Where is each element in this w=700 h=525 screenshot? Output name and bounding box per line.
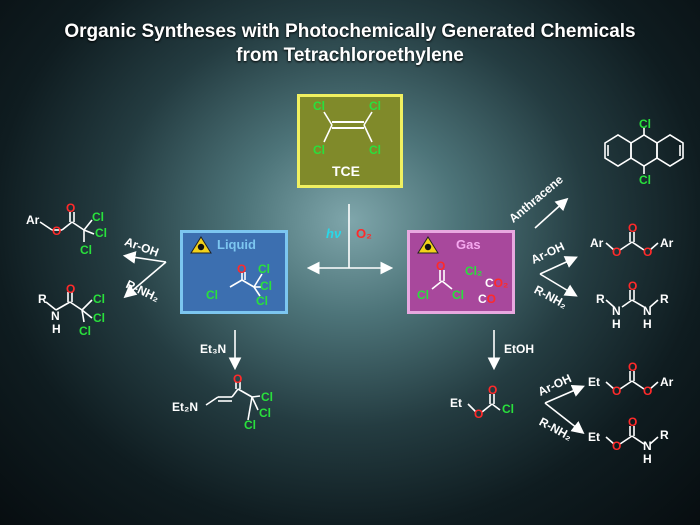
atom-o: O xyxy=(233,372,243,386)
gas-o: O xyxy=(436,259,446,273)
atom-r: R xyxy=(596,292,605,306)
atom-o: O xyxy=(66,201,76,215)
atom-cl: Cl xyxy=(79,324,91,338)
atom-cl: Cl xyxy=(95,226,107,240)
atom-o: O xyxy=(474,407,484,421)
liquid-cl-1: Cl xyxy=(258,262,270,276)
tce-cl-top-left: Cl xyxy=(313,99,325,113)
atom-cl: Cl xyxy=(259,406,271,420)
tce-cl-bottom-left: Cl xyxy=(313,143,325,157)
atom-ar: Ar xyxy=(590,236,604,250)
atom-cl: Cl xyxy=(80,243,92,257)
atom-cl: Cl xyxy=(502,402,514,416)
atom-cl: Cl xyxy=(639,173,651,187)
atom-r: R xyxy=(38,292,47,306)
atom-o: O xyxy=(488,383,498,397)
atom-h: H xyxy=(643,317,652,331)
liquid-cl-2: Cl xyxy=(260,279,272,293)
gas-cl-2: Cl xyxy=(452,288,464,302)
gas-cl-1: Cl xyxy=(417,288,429,302)
atom-cl: Cl xyxy=(639,117,651,131)
toxic-skull-icon xyxy=(190,236,212,254)
atom-o: O xyxy=(628,221,638,235)
atom-et: Et xyxy=(450,396,462,410)
atom-n: N xyxy=(643,304,652,318)
tce-label: TCE xyxy=(332,163,360,179)
atom-cl: Cl xyxy=(93,292,105,306)
atom-n: N xyxy=(643,439,652,453)
o2-label: O₂ xyxy=(356,226,372,241)
atom-o: O xyxy=(612,439,622,453)
reagent-et3n: Et₃N xyxy=(200,342,227,356)
atom-n: N xyxy=(612,304,621,318)
atom-n: N xyxy=(51,309,60,323)
atom-o: O xyxy=(612,384,622,398)
atom-o: O xyxy=(612,245,622,259)
gas-label: Gas xyxy=(456,237,481,252)
reagent-etoh: EtOH xyxy=(504,342,534,356)
title-line-2: from Tetrachloroethylene xyxy=(236,45,464,66)
atom-o: O xyxy=(643,384,653,398)
atom-h: H xyxy=(612,317,621,331)
liquid-cl-4: Cl xyxy=(256,294,268,308)
atom-r: R xyxy=(660,292,669,306)
atom-et: Et xyxy=(588,375,600,389)
tce-cl-bottom-right: Cl xyxy=(369,143,381,157)
tce-cl-top-right: Cl xyxy=(369,99,381,113)
atom-o: O xyxy=(628,415,638,429)
atom-o: O xyxy=(628,279,638,293)
atom-o: O xyxy=(52,224,62,238)
atom-o: O xyxy=(643,245,653,259)
atom-et2n: Et₂N xyxy=(172,400,198,414)
toxic-skull-icon xyxy=(417,236,439,254)
atom-ar: Ar xyxy=(660,375,674,389)
atom-h: H xyxy=(52,322,61,336)
tce-box xyxy=(297,94,403,188)
atom-cl: Cl xyxy=(261,390,273,404)
atom-ar: Ar xyxy=(660,236,674,250)
title-line-1: Organic Syntheses with Photochemically G… xyxy=(64,21,636,42)
atom-h: H xyxy=(643,452,652,466)
gas-co2: CO₂ xyxy=(485,276,509,290)
liquid-label: Liquid xyxy=(217,237,256,252)
hv-label: hν xyxy=(326,226,342,241)
atom-cl: Cl xyxy=(92,210,104,224)
atom-r: R xyxy=(660,428,669,442)
liquid-o: O xyxy=(237,262,247,276)
atom-cl: Cl xyxy=(93,311,105,325)
gas-cl2: Cl₂ xyxy=(465,264,483,278)
liquid-cl-3: Cl xyxy=(206,288,218,302)
atom-o: O xyxy=(628,360,638,374)
gas-co: CO xyxy=(478,292,497,306)
atom-et: Et xyxy=(588,430,600,444)
atom-cl: Cl xyxy=(244,418,256,432)
atom-ar: Ar xyxy=(26,213,40,227)
atom-o: O xyxy=(66,282,76,296)
